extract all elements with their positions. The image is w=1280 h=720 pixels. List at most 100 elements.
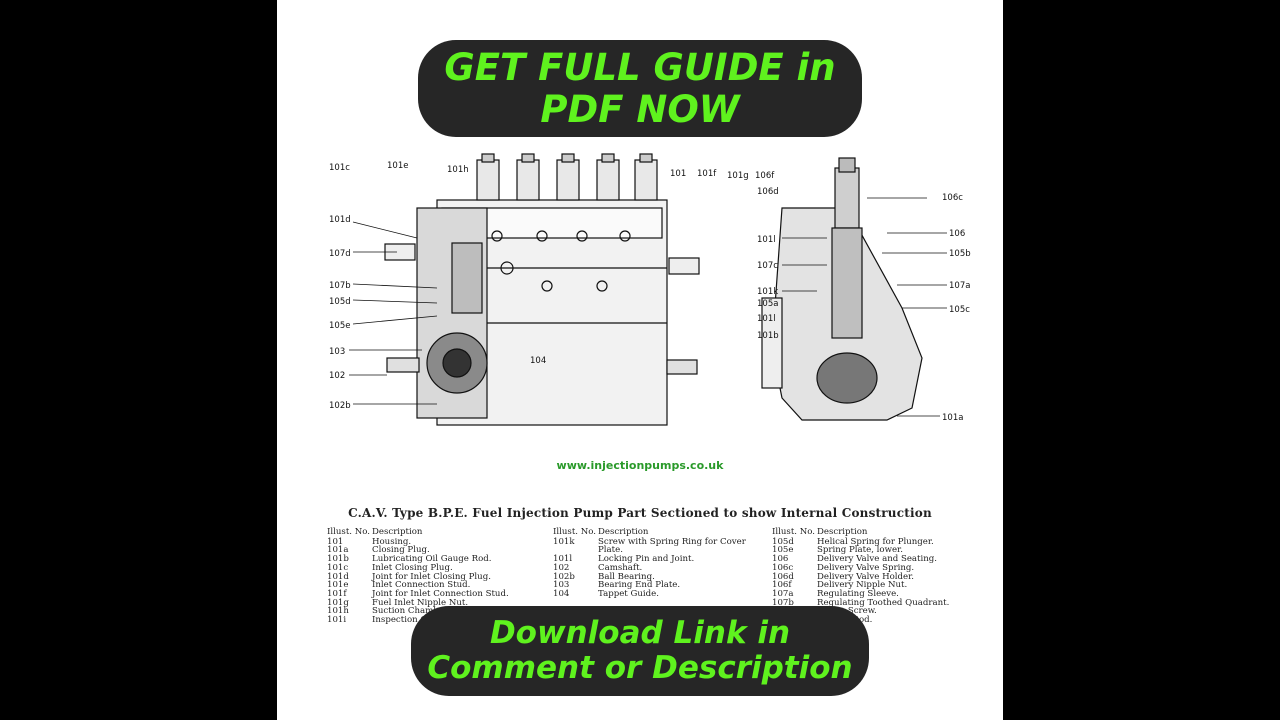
label-101h: 101h [447, 165, 469, 175]
column-header: Illust. No. Description [772, 528, 982, 537]
label-101e: 101e [387, 161, 408, 171]
header-no: Illust. No. [553, 527, 597, 537]
part-desc: Delivery Valve Spring. [817, 562, 915, 573]
table-row: 106f Delivery Nipple Nut. [772, 581, 982, 590]
part-no: 106 [772, 554, 789, 565]
part-desc: Camshaft. [598, 562, 643, 573]
header-description: Description [598, 527, 649, 537]
part-no: 101l [553, 554, 573, 565]
part-no: 101 [327, 536, 344, 547]
label-103: 103 [329, 347, 345, 357]
part-no: 105d [772, 536, 794, 547]
part-no: 101a [327, 545, 349, 556]
part-no: 105e [772, 545, 794, 556]
label-105c: 105c [949, 305, 970, 315]
part-desc: Bearing End Plate. [598, 580, 681, 591]
part-no: 101b [327, 554, 349, 565]
part-no: 104 [553, 588, 570, 599]
banner-bottom-line1: Download Link in [489, 615, 791, 652]
label-106f: 106f [755, 171, 775, 181]
label-106: 106 [949, 229, 965, 239]
table-row: 104 Tappet Guide. [553, 590, 763, 599]
part-desc: Closing Plug. [372, 545, 430, 556]
column-header: Illust. No. Description [553, 528, 763, 537]
part-no: 102b [553, 571, 575, 582]
part-no: 101h [327, 606, 349, 617]
header-no: Illust. No. [772, 527, 816, 537]
part-no: 103 [553, 580, 570, 591]
delivery-valve-holders [476, 153, 658, 201]
table-row: 101 Housing. [327, 536, 547, 547]
banner-bottom-line2: Comment or Description [427, 650, 853, 686]
label-101c: 101c [329, 163, 350, 173]
part-no: 101k [553, 536, 575, 547]
part-desc: Delivery Nipple Nut. [817, 580, 908, 591]
label-106d: 106d [757, 187, 779, 197]
part-no: 107b [772, 597, 794, 608]
table-row: 101a Closing Plug. [327, 546, 547, 555]
document-title: C.A.V. Type B.P.E. Fuel Injection Pump P… [348, 506, 932, 520]
part-no: 101c [327, 562, 349, 573]
table-row: 106c Delivery Valve Spring. [772, 564, 982, 573]
banner-top-line2: PDF NOW [540, 87, 740, 131]
column-header: Illust. No. Description [327, 528, 547, 537]
download-link-banner[interactable]: Download Link in Comment or Description [411, 606, 869, 696]
label-101a: 101a [942, 413, 963, 423]
header-description: Description [372, 527, 423, 537]
part-no: 107a [772, 588, 794, 599]
part-no: 106f [772, 580, 792, 591]
part-desc: Suction Chamber. [372, 606, 450, 617]
part-no: 102 [553, 562, 570, 573]
parts-column-2: Illust. No. Description 101k Screw with S… [553, 528, 763, 599]
part-no: 101g [327, 597, 349, 608]
table-row: 101h Suction Chamber. [327, 607, 547, 616]
label-101: 101 [670, 169, 686, 179]
part-desc: Housing. [372, 536, 412, 547]
part-desc: Delivery Valve Holder. [817, 571, 914, 582]
part-desc: Screw with Spring Ring for Cover Plate. [598, 536, 746, 556]
header-no: Illust. No. [327, 527, 371, 537]
label-102: 102 [329, 371, 345, 381]
label-105d: 105d [329, 297, 351, 307]
part-desc: Tappet Guide. [598, 588, 659, 599]
part-desc: Fuel Inlet Nipple Nut. [372, 597, 469, 608]
header-description: Description [817, 527, 868, 537]
part-desc: Regulating Toothed Quadrant. [817, 597, 950, 608]
part-no: 101i [327, 615, 347, 626]
label-107c: 107c [757, 261, 778, 271]
label-106c: 106c [942, 193, 963, 203]
part-desc: Inlet Connection Stud. [372, 580, 471, 591]
document-page: GET FULL GUIDE in PDF NOW [277, 0, 1003, 720]
label-105e: 105e [329, 321, 350, 331]
table-row: 101l Locking Pin and Joint. [553, 555, 763, 564]
part-desc: Locking Pin and Joint. [598, 554, 695, 565]
label-105b: 105b [949, 249, 971, 259]
table-row: 101e Inlet Connection Stud. [327, 581, 547, 590]
part-no: 106c [772, 562, 794, 573]
part-no: 101d [327, 571, 349, 582]
website-url[interactable]: www.injectionpumps.co.uk [556, 459, 724, 472]
banner-top-line1: GET FULL GUIDE in [444, 46, 836, 90]
label-101b: 101b [757, 331, 779, 341]
label-101g: 101g [727, 171, 749, 181]
label-102b: 102b [329, 401, 351, 411]
label-104: 104 [530, 356, 546, 366]
table-row: 107b Regulating Toothed Quadrant. [772, 597, 982, 608]
table-row: 102 Camshaft. [553, 564, 763, 573]
label-101l: 101l [757, 235, 776, 245]
part-no: 101e [327, 580, 349, 591]
get-guide-banner[interactable]: GET FULL GUIDE in PDF NOW [418, 40, 862, 137]
table-row: 103 Bearing End Plate. [553, 581, 763, 590]
label-101k: 101k [757, 287, 778, 297]
table-row: 101c Inlet Closing Plug. [327, 564, 547, 573]
label-101l-b: 101l [757, 314, 776, 324]
part-desc: Inlet Closing Plug. [372, 562, 453, 573]
